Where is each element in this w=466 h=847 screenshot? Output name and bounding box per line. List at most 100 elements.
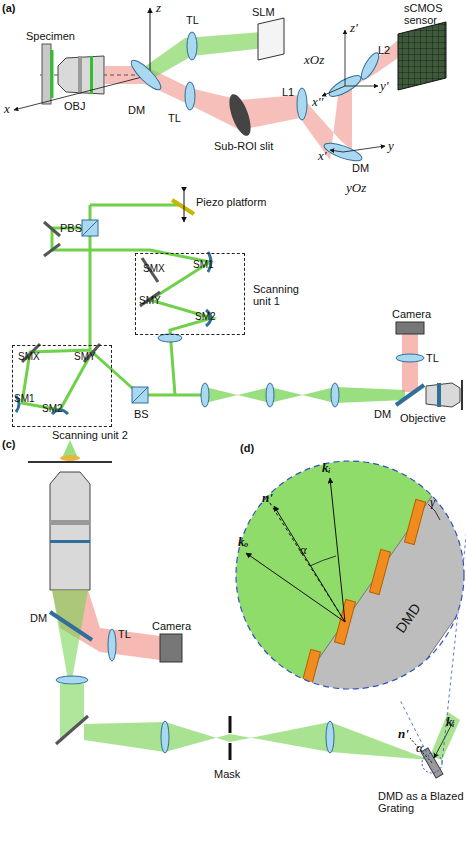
part-label: sCMOS sensor: [404, 2, 450, 26]
mirror-label: SMY: [74, 351, 96, 363]
illustration-shape: [161, 721, 169, 753]
illustration-shape: [16, 192, 462, 414]
illustration-shape: [82, 220, 98, 236]
part-label: y: [388, 140, 394, 152]
part-label: α: [416, 742, 423, 754]
illustration-shape: [44, 244, 60, 256]
mirror-label: SMX: [143, 263, 165, 275]
part-label: (d): [240, 442, 254, 454]
illustration-shape: [22, 205, 212, 410]
illustration-shape: [236, 461, 464, 689]
illustration-shape: [230, 455, 466, 755]
illustration-shape: [404, 499, 425, 544]
scanning-unit-box: Scanning unit 2SMXSMYSM1SM2: [12, 345, 112, 427]
illustration-shape: [90, 56, 93, 94]
mirror-label: SM1: [193, 259, 214, 271]
mirror-label: SMX: [18, 351, 40, 363]
part-label: n': [262, 492, 273, 504]
part-label: DM: [374, 408, 391, 420]
part-label: DM: [128, 104, 145, 116]
part-label: Piezo platform: [196, 196, 266, 208]
illustration-shape: [330, 150, 343, 152]
illustration-shape: [50, 472, 90, 590]
illustration-shape: [201, 383, 209, 407]
part-label: SLM: [252, 6, 275, 18]
illustration-shape: [299, 649, 320, 694]
part-label: TL: [118, 628, 131, 640]
illustration-shape: [82, 220, 98, 236]
illustration-shape: [108, 629, 116, 661]
part-label: xOz: [304, 54, 324, 66]
part-label: L2: [378, 44, 390, 56]
illustration-shape: [56, 716, 88, 744]
illustration-shape: [140, 32, 265, 80]
illustration-shape: [396, 322, 424, 334]
illustration-shape: [225, 92, 255, 139]
part-label: yOz: [346, 182, 366, 194]
illustration-shape: [461, 380, 463, 410]
illustration-shape: [132, 387, 148, 403]
illustration-shape: [335, 387, 405, 403]
illustration-shape: [185, 82, 195, 110]
part-label: x'': [312, 96, 323, 108]
illustration-shape: [369, 549, 390, 594]
illustration-shape: [229, 743, 232, 760]
illustration-shape: [172, 200, 194, 214]
illustration-shape: [268, 500, 345, 622]
part-label: DM: [352, 162, 369, 174]
illustration-shape: [310, 556, 336, 566]
part-label: kᵢ: [322, 462, 331, 474]
part-label: Camera: [152, 620, 191, 632]
mirror-label: SM2: [42, 403, 63, 415]
illustration-shape: [229, 716, 232, 733]
illustration-shape: [205, 387, 270, 403]
part-label: x': [318, 150, 327, 162]
illustration-shape: [396, 385, 424, 405]
part-label: L1: [282, 86, 294, 98]
part-label: PBS: [60, 222, 82, 234]
illustration-shape: [426, 383, 460, 407]
part-label: Mask: [214, 768, 240, 780]
part-label: (c): [2, 438, 15, 450]
illustration-shape: [343, 146, 385, 152]
illustration-shape: [437, 383, 441, 407]
illustration-shape: [140, 292, 160, 306]
mirror-label: SM2: [195, 311, 216, 323]
part-label: z: [156, 2, 161, 14]
part-label: TL: [186, 14, 199, 26]
illustration-shape: [246, 553, 345, 622]
illustration-shape: [258, 18, 284, 60]
illustration-shape: [396, 354, 424, 362]
illustration-shape: [270, 387, 335, 403]
illustration-shape: [42, 44, 51, 104]
part-label: OBJ: [64, 100, 85, 112]
illustration-shape: [128, 57, 165, 94]
part-label: y': [380, 80, 389, 92]
part-label: TL: [426, 352, 439, 364]
illustration-shape: [50, 540, 90, 543]
mirror-label: SM1: [14, 393, 35, 405]
part-label: BS: [134, 408, 149, 420]
illustration-shape: [430, 712, 460, 760]
illustration-shape: [184, 192, 185, 222]
part-label: DMD as a Blazed Grating: [378, 790, 464, 814]
illustration-shape: [160, 634, 182, 662]
illustration-shape: [266, 383, 274, 407]
illustration-shape: [158, 334, 182, 342]
illustration-shape: [326, 721, 334, 753]
illustration-shape: [14, 8, 446, 164]
illustration-shape: [132, 387, 148, 403]
illustration-shape: [90, 204, 182, 207]
part-label: DM: [30, 612, 47, 624]
illustration-shape: [290, 470, 466, 755]
illustration-shape: [274, 506, 345, 622]
illustration-shape: [398, 22, 446, 90]
illustration-shape: [345, 86, 378, 87]
part-label: Sub-ROI slit: [214, 140, 273, 152]
illustration-shape: [150, 8, 151, 75]
illustration-shape: [297, 88, 307, 120]
illustration-shape: [402, 334, 418, 392]
illustration-shape: [84, 722, 430, 760]
